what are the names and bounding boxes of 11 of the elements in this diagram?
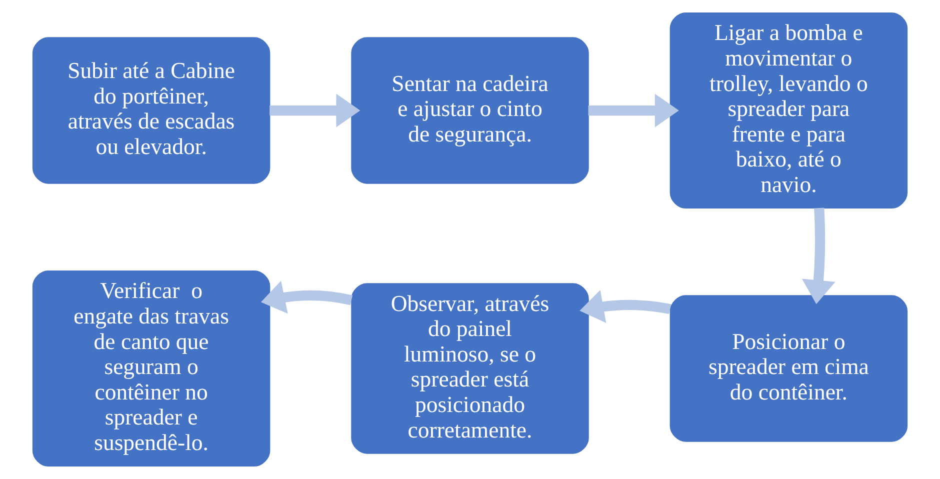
node-box: Observar, através do painel luminoso, se o spreader está posicionado corretamente. — [351, 283, 589, 454]
node-box: Ligar a bomba e movimentar o trolley, levando o spreader para frente e para baixo, até o navio. — [670, 12, 908, 209]
node-box: Subir até a Cabine do portêiner, através de escadas ou elevador. — [32, 37, 270, 184]
node-box: Posicionar o spreader em cima do contêiner. — [670, 295, 908, 442]
node-box: Sentar na cadeira e ajustar o cinto de segurança. — [351, 37, 589, 184]
node-box: Verificar o engate das travas de canto que seguram o contêiner no spreader e suspendê-lo. — [32, 270, 270, 466]
arrow — [580, 290, 672, 323]
arrow — [588, 94, 679, 128]
arrow — [260, 280, 352, 314]
arrow — [270, 94, 360, 128]
arrow — [802, 208, 836, 304]
